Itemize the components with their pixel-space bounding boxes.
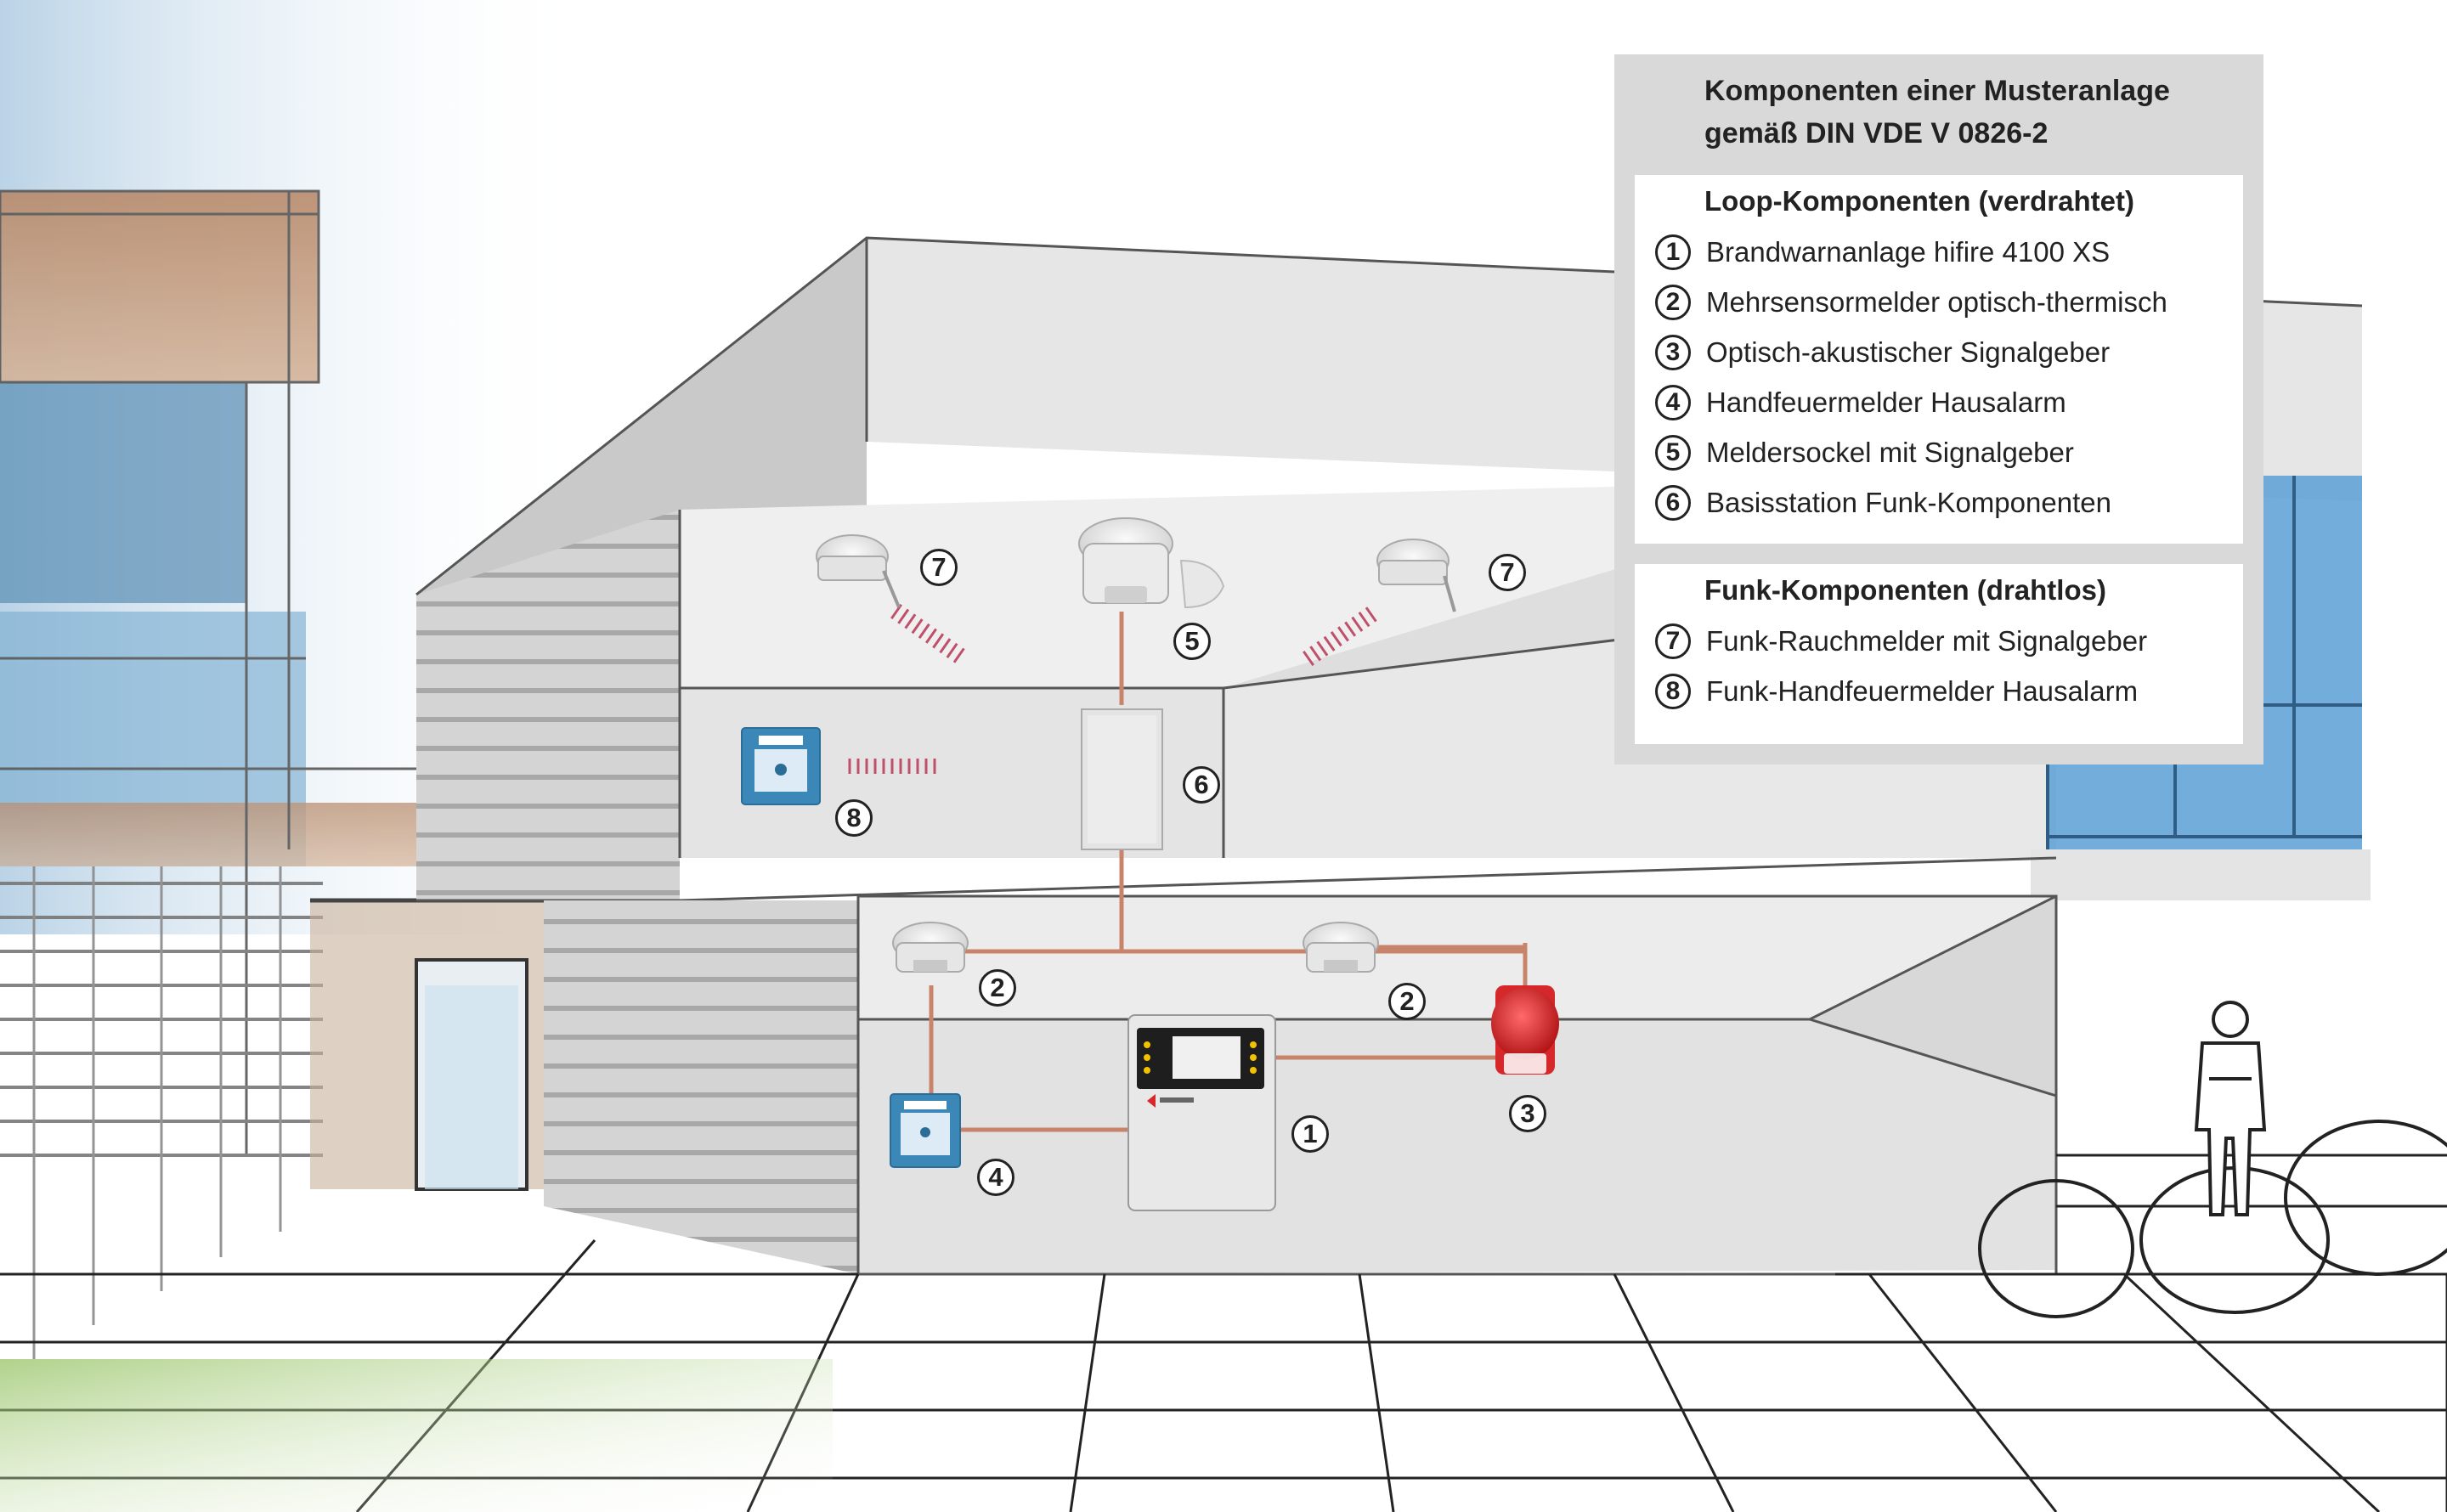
multisensor-detector-left [892, 922, 969, 973]
legend-item: 2 Mehrsensormelder optisch-thermisch [1655, 281, 2167, 324]
legend-number: 3 [1655, 335, 1691, 370]
legend-label: Funk-Rauchmelder mit Signalgeber [1706, 625, 2148, 657]
legend-item: 6 Basisstation Funk-Komponenten [1655, 482, 2111, 524]
porch [310, 898, 548, 1191]
marker-1: 1 [1291, 1115, 1329, 1153]
legend-label: Funk-Handfeuermelder Hausalarm [1706, 675, 2139, 707]
funk-components-box: Funk-Komponenten (drahtlos) 7 Funk-Rauch… [1635, 564, 2243, 744]
marker-7-left: 7 [920, 549, 958, 586]
detector-base-with-sounder [1078, 517, 1225, 609]
marker-8: 8 [835, 799, 873, 837]
left-building [0, 189, 425, 1359]
legend-title-line2: gemäß DIN VDE V 0826-2 [1704, 117, 2049, 150]
funk-heading: Funk-Komponenten (drahtlos) [1704, 574, 2106, 606]
person-figure [2194, 1001, 2267, 1216]
legend-title-line1: Komponenten einer Musteranlage [1704, 75, 2170, 107]
legend-item: 5 Meldersockel mit Signalgeber [1655, 432, 2074, 474]
radio-base-station [1081, 708, 1163, 850]
manual-call-point [890, 1093, 961, 1168]
wireless-smoke-detector-right [1376, 539, 1456, 612]
legend-label: Optisch-akustischer Signalgeber [1706, 336, 2111, 368]
legend-number: 8 [1655, 674, 1691, 709]
fire-alarm-panel [1127, 1014, 1276, 1211]
legend-title: Komponenten einer Musteranlage gemäß DIN… [1704, 70, 2248, 155]
loop-components-box: Loop-Komponenten (verdrahtet) 1 Brandwar… [1635, 175, 2243, 544]
radio-signals [848, 603, 1377, 774]
legend-item: 1 Brandwarnanlage hifire 4100 XS [1655, 231, 2110, 274]
legend-label: Meldersockel mit Signalgeber [1706, 437, 2074, 468]
legend-item: 4 Handfeuermelder Hausalarm [1655, 381, 2066, 424]
legend-label: Basisstation Funk-Komponenten [1706, 487, 2111, 518]
marker-4: 4 [977, 1159, 1014, 1196]
legend-number: 7 [1655, 623, 1691, 659]
marker-3: 3 [1509, 1095, 1546, 1132]
marker-5: 5 [1173, 623, 1211, 660]
marker-6: 6 [1183, 766, 1220, 804]
legend-item: 3 Optisch-akustischer Signalgeber [1655, 331, 2110, 374]
legend-number: 2 [1655, 285, 1691, 320]
legend-label: Mehrsensormelder optisch-thermisch [1706, 286, 2167, 318]
legend-item: 8 Funk-Handfeuermelder Hausalarm [1655, 670, 2138, 713]
legend-number: 6 [1655, 485, 1691, 521]
optical-acoustic-sounder [1491, 985, 1559, 1075]
legend-number: 1 [1655, 234, 1691, 270]
multisensor-detector-right [1303, 922, 1379, 973]
loop-heading: Loop-Komponenten (verdrahtet) [1704, 185, 2134, 217]
wireless-smoke-detector-left [816, 534, 901, 608]
marker-2-left: 2 [979, 969, 1016, 1007]
legend-panel: Komponenten einer Musteranlage gemäß DIN… [1614, 54, 2263, 764]
marker-7-right: 7 [1489, 554, 1526, 591]
legend-item: 7 Funk-Rauchmelder mit Signalgeber [1655, 620, 2147, 663]
legend-label: Handfeuermelder Hausalarm [1706, 386, 2066, 418]
legend-number: 4 [1655, 385, 1691, 420]
legend-label: Brandwarnanlage hifire 4100 XS [1706, 236, 2111, 268]
legend-number: 5 [1655, 435, 1691, 471]
wireless-call-point [741, 727, 821, 805]
marker-2-right: 2 [1388, 983, 1426, 1020]
